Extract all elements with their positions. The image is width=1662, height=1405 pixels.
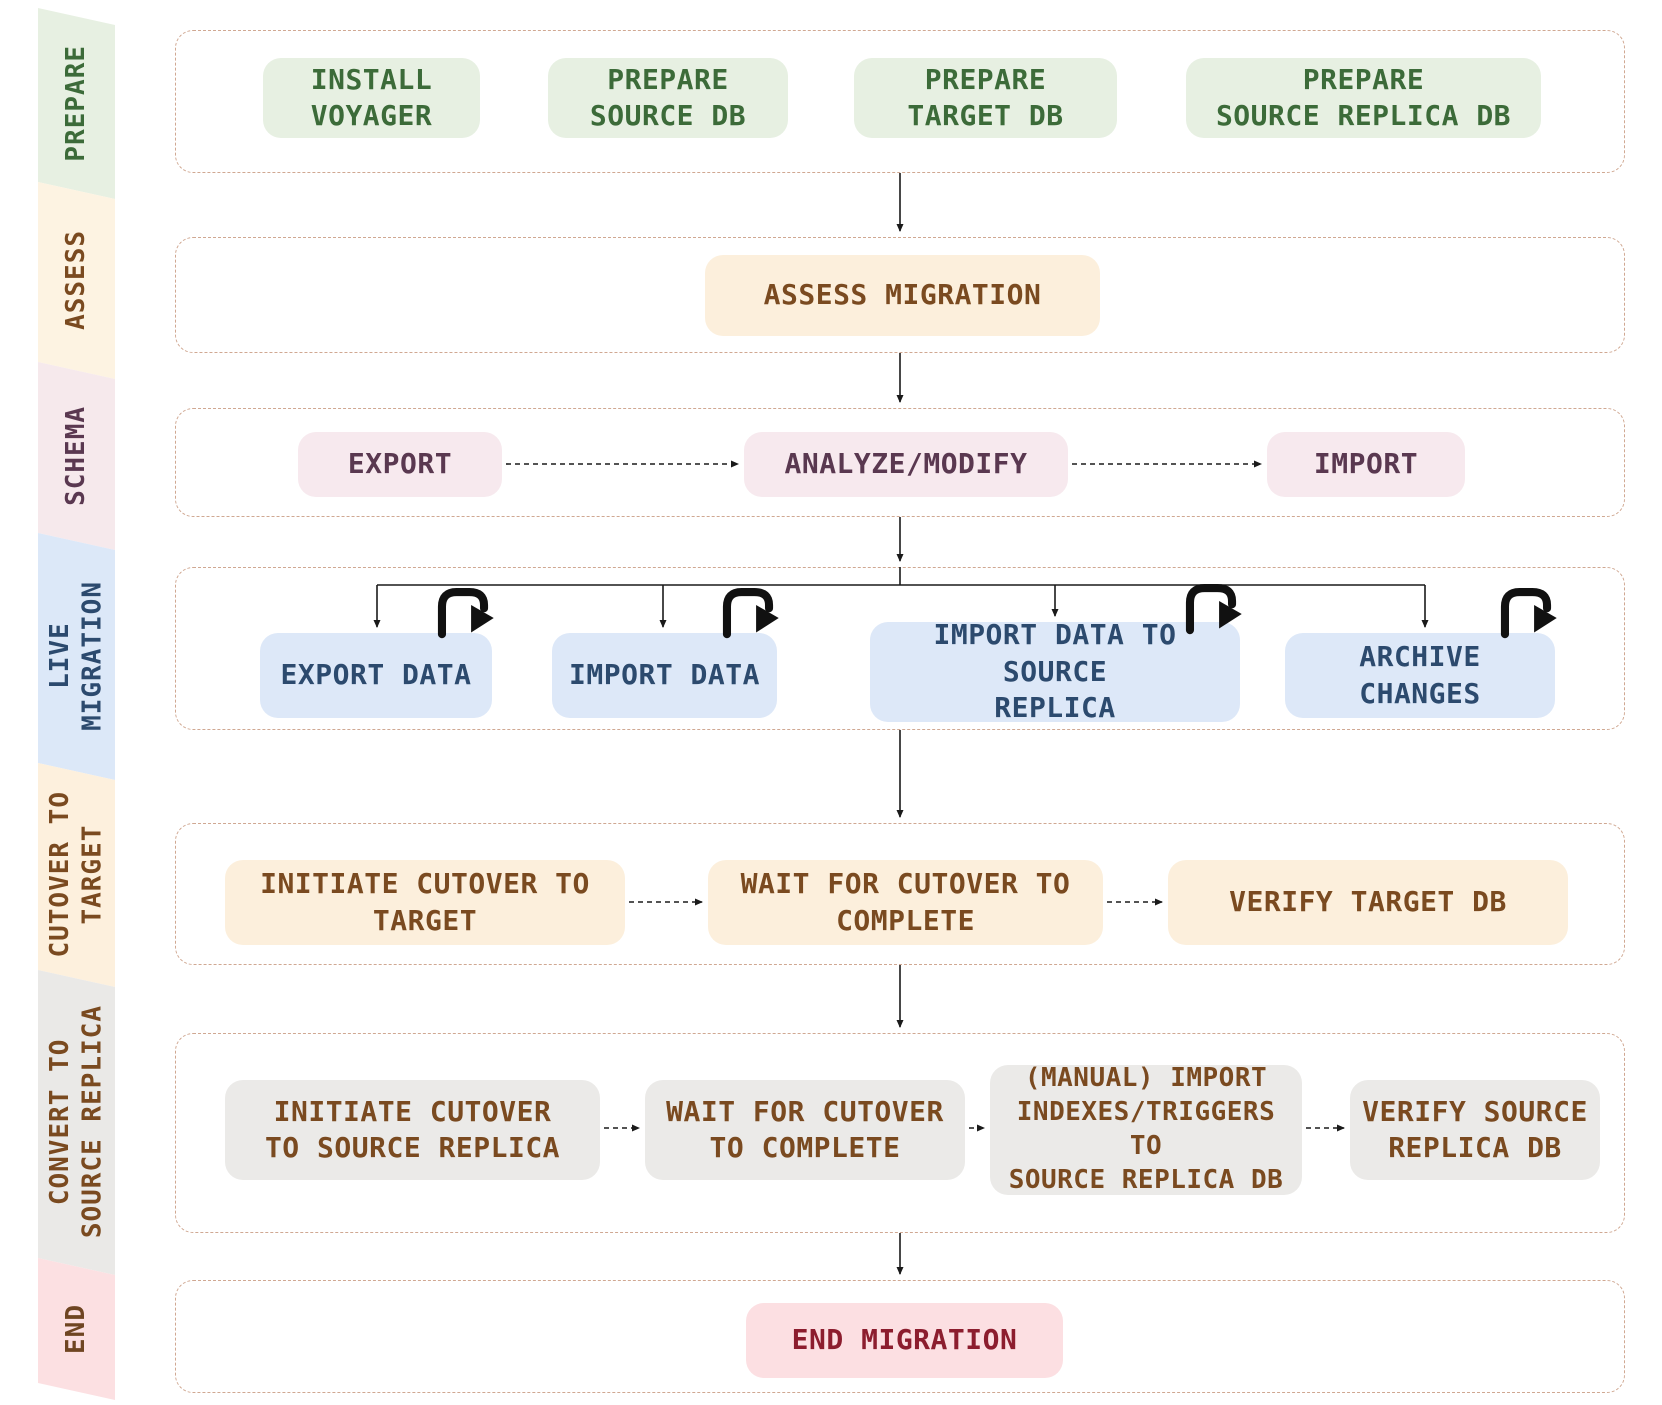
node-verify-source-replica-db: VERIFY SOURCE REPLICA DB — [1350, 1080, 1600, 1180]
node-analyze-modify-schema: ANALYZE/MODIFY — [744, 432, 1068, 497]
lane-end-container — [175, 1280, 1625, 1393]
lane-prepare-container — [175, 30, 1625, 173]
node-manual-import-indexes-triggers: (MANUAL) IMPORT INDEXES/TRIGGERS TO SOUR… — [990, 1063, 1302, 1195]
node-export-schema: EXPORT — [298, 432, 502, 497]
lane-label-assess: ASSESS — [61, 230, 92, 330]
lane-label-cutover-to-target: CUTOVER TO TARGET — [45, 791, 108, 958]
node-initiate-cutover-to-source-replica: INITIATE CUTOVER TO SOURCE REPLICA — [225, 1080, 600, 1180]
node-prepare-source-replica-db: PREPARE SOURCE REPLICA DB — [1186, 58, 1541, 138]
node-wait-for-cutover-to-complete-replica: WAIT FOR CUTOVER TO COMPLETE — [645, 1080, 965, 1180]
lane-schema-container — [175, 408, 1625, 517]
node-import-schema: IMPORT — [1267, 432, 1465, 497]
lane-label-end: END — [61, 1303, 92, 1354]
lane-assess-container — [175, 237, 1625, 353]
lane-label-live-migration: LIVE MIGRATION — [45, 581, 108, 731]
node-wait-for-cutover-to-complete: WAIT FOR CUTOVER TO COMPLETE — [708, 860, 1103, 945]
lane-convert-container — [175, 1033, 1625, 1233]
loop-repeat-icon — [722, 588, 779, 639]
lane-label-prepare: PREPARE — [61, 44, 92, 162]
loop-repeat-icon — [1500, 588, 1557, 639]
node-end-migration: END MIGRATION — [746, 1303, 1063, 1378]
node-verify-target-db: VERIFY TARGET DB — [1168, 860, 1568, 945]
node-prepare-target-db: PREPARE TARGET DB — [854, 58, 1117, 138]
node-install-voyager: INSTALL VOYAGER — [263, 58, 480, 138]
lane-label-convert-to-source-replica: CONVERT TO SOURCE REPLICA — [45, 1005, 108, 1239]
node-export-data: EXPORT DATA — [260, 633, 492, 718]
loop-repeat-icon — [437, 588, 494, 639]
loop-repeat-icon — [1185, 584, 1242, 635]
lane-cutover-container — [175, 823, 1625, 965]
node-import-data-to-source-replica: IMPORT DATA TO SOURCE REPLICA — [870, 618, 1240, 724]
node-prepare-source-db: PREPARE SOURCE DB — [548, 58, 788, 138]
lane-label-schema: SCHEMA — [61, 405, 92, 506]
node-archive-changes: ARCHIVE CHANGES — [1285, 633, 1555, 718]
node-initiate-cutover-to-target: INITIATE CUTOVER TO TARGET — [225, 860, 625, 945]
node-assess-migration: ASSESS MIGRATION — [705, 255, 1100, 336]
node-import-data: IMPORT DATA — [552, 633, 777, 718]
